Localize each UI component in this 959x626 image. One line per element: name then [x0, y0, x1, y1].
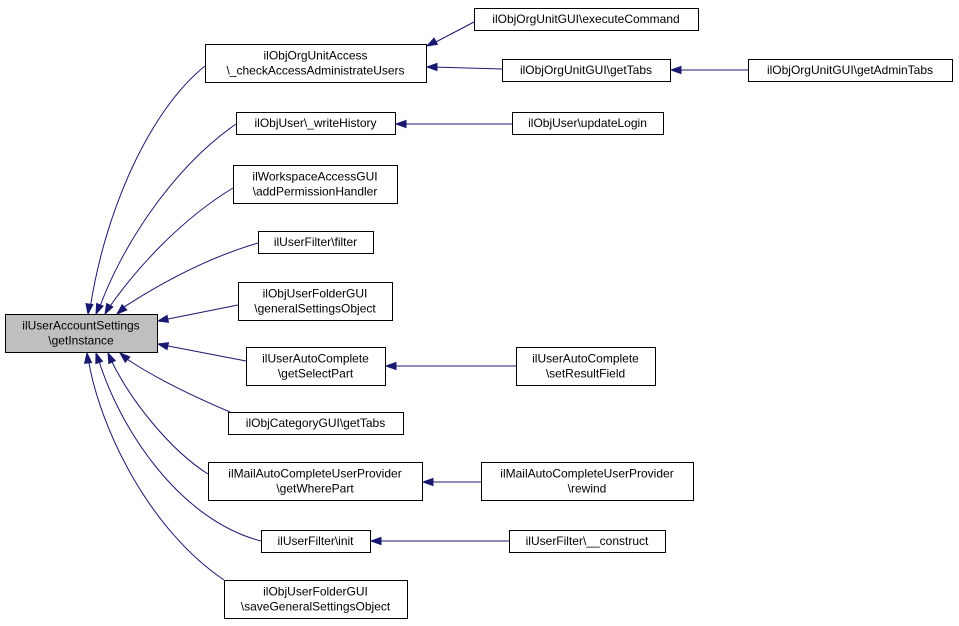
node-rewind[interactable]: ilMailAutoCompleteUserProvider\rewind: [481, 462, 694, 501]
node-label: ilUserAutoComplete: [532, 352, 639, 366]
node-general[interactable]: ilObjUserFolderGUI\generalSettingsObject: [238, 282, 393, 321]
node-history[interactable]: ilObjUser\_writeHistory: [236, 112, 396, 135]
arrowhead-n_workspace-to-root: [104, 302, 114, 316]
node-box: [516, 347, 656, 386]
node-save[interactable]: ilObjUserFolderGUI\saveGeneralSettingsOb…: [224, 580, 408, 619]
edge-n_filter-to-root: [120, 242, 259, 310]
node-label: \rewind: [568, 482, 607, 496]
node-label: \_checkAccessAdministrateUsers: [226, 64, 404, 78]
arrowhead-n_save-to-root: [83, 351, 93, 364]
node-box: [509, 530, 666, 553]
node-box: [258, 231, 374, 254]
node-construct[interactable]: ilUserFilter\__construct: [509, 530, 666, 553]
edge-n_cattabs-to-root: [123, 356, 231, 413]
node-where[interactable]: ilMailAutoCompleteUserProvider\getWhereP…: [208, 462, 423, 501]
node-label: ilObjOrgUnitGUI\getTabs: [520, 63, 652, 77]
arrowhead-n_construct-to-n_init: [369, 536, 382, 546]
node-label: ilObjOrgUnitGUI\getAdminTabs: [767, 63, 933, 77]
node-label: ilObjOrgUnitAccess: [263, 49, 367, 63]
node-box: [481, 462, 694, 501]
arrowhead-n_gettabs-to-n_check: [425, 62, 438, 72]
node-admintabs[interactable]: ilObjOrgUnitGUI\getAdminTabs: [748, 59, 953, 82]
node-box: [228, 412, 404, 435]
node-label: ilMailAutoCompleteUserProvider: [228, 467, 401, 481]
node-label: ilObjUserFolderGUI: [263, 287, 368, 301]
node-label: \getWherePart: [276, 482, 354, 496]
arrowhead-n_login-to-n_history: [394, 119, 407, 129]
arrowhead-n_general-to-root: [156, 314, 170, 323]
arrowhead-n_select-to-root: [156, 342, 170, 351]
edge-n_workspace-to-root: [107, 187, 234, 310]
arrowhead-n_history-to-root: [95, 302, 104, 316]
node-init[interactable]: ilUserFilter\init: [261, 530, 371, 553]
node-gettabs[interactable]: ilObjOrgUnitGUI\getTabs: [502, 59, 671, 82]
node-filter[interactable]: ilUserFilter\filter: [258, 231, 374, 254]
node-label: \generalSettingsObject: [254, 302, 376, 316]
arrowhead-n_rewind-to-n_where: [421, 477, 434, 487]
node-cattabs[interactable]: ilObjCategoryGUI\getTabs: [228, 412, 404, 435]
arrowhead-n_filter-to-root: [115, 303, 128, 316]
node-label: ilWorkspaceAccessGUI: [252, 170, 377, 184]
edge-n_general-to-root: [162, 304, 239, 321]
node-label: ilUserAutoComplete: [262, 352, 369, 366]
edge-n_exec-to-n_check: [431, 21, 475, 45]
node-label: \saveGeneralSettingsObject: [241, 600, 391, 614]
arrowhead-n_cattabs-to-root: [118, 352, 131, 364]
node-label: ilObjCategoryGUI\getTabs: [246, 416, 385, 430]
edge-n_history-to-root: [98, 123, 237, 310]
node-login[interactable]: ilObjUser\updateLogin: [512, 112, 664, 135]
arrowhead-n_init-to-root: [95, 351, 104, 365]
edge-n_save-to-root: [87, 357, 225, 581]
arrowhead-n_check-to-root: [85, 303, 94, 316]
node-box: [502, 59, 671, 82]
node-box: [261, 530, 371, 553]
node-label: \setResultField: [546, 367, 625, 381]
node-box: [224, 580, 408, 619]
node-box: [205, 44, 427, 83]
arrowhead-n_exec-to-n_check: [425, 37, 439, 47]
node-label: ilUserFilter\init: [277, 534, 354, 548]
node-box: [5, 314, 158, 353]
edge-n_where-to-root: [109, 357, 209, 475]
arrowhead-n_where-to-root: [107, 351, 117, 365]
node-label: ilObjOrgUnitGUI\executeCommand: [492, 12, 679, 26]
node-result[interactable]: ilUserAutoComplete\setResultField: [516, 347, 656, 386]
edge-n_check-to-root: [89, 65, 206, 310]
node-select[interactable]: ilUserAutoComplete\getSelectPart: [246, 347, 386, 386]
node-box: [474, 8, 699, 31]
node-label: ilObjUser\updateLogin: [528, 116, 647, 130]
node-workspace[interactable]: ilWorkspaceAccessGUI\addPermissionHandle…: [233, 165, 398, 204]
arrowhead-n_result-to-n_select: [384, 361, 397, 371]
node-box: [233, 165, 398, 204]
node-box: [236, 112, 396, 135]
node-label: \addPermissionHandler: [253, 185, 378, 199]
node-label: ilUserFilter\__construct: [526, 534, 649, 548]
node-label: ilObjUser\_writeHistory: [254, 116, 376, 130]
node-box: [208, 462, 423, 501]
node-box: [246, 347, 386, 386]
node-label: ilObjUserFolderGUI: [263, 585, 368, 599]
nodes-layer: ilUserAccountSettings\getInstance ilObjOr…: [5, 8, 953, 619]
node-label: ilUserAccountSettings: [22, 319, 139, 333]
node-label: ilMailAutoCompleteUserProvider: [500, 467, 673, 481]
node-box: [512, 112, 664, 135]
node-label: \getSelectPart: [278, 367, 354, 381]
edge-n_select-to-root: [162, 344, 247, 362]
edge-n_gettabs-to-n_check: [431, 66, 503, 70]
node-box: [238, 282, 393, 321]
node-box: [748, 59, 953, 82]
node-check[interactable]: ilObjOrgUnitAccess\_checkAccessAdministr…: [205, 44, 427, 83]
node-exec[interactable]: ilObjOrgUnitGUI\executeCommand: [474, 8, 699, 31]
edge-n_init-to-root: [97, 357, 262, 542]
node-root[interactable]: ilUserAccountSettings\getInstance: [5, 314, 158, 353]
node-label: ilUserFilter\filter: [274, 235, 357, 249]
edges-layer: [83, 21, 748, 581]
arrowhead-n_admintabs-to-n_gettabs: [669, 65, 682, 75]
node-label: \getInstance: [48, 334, 114, 348]
